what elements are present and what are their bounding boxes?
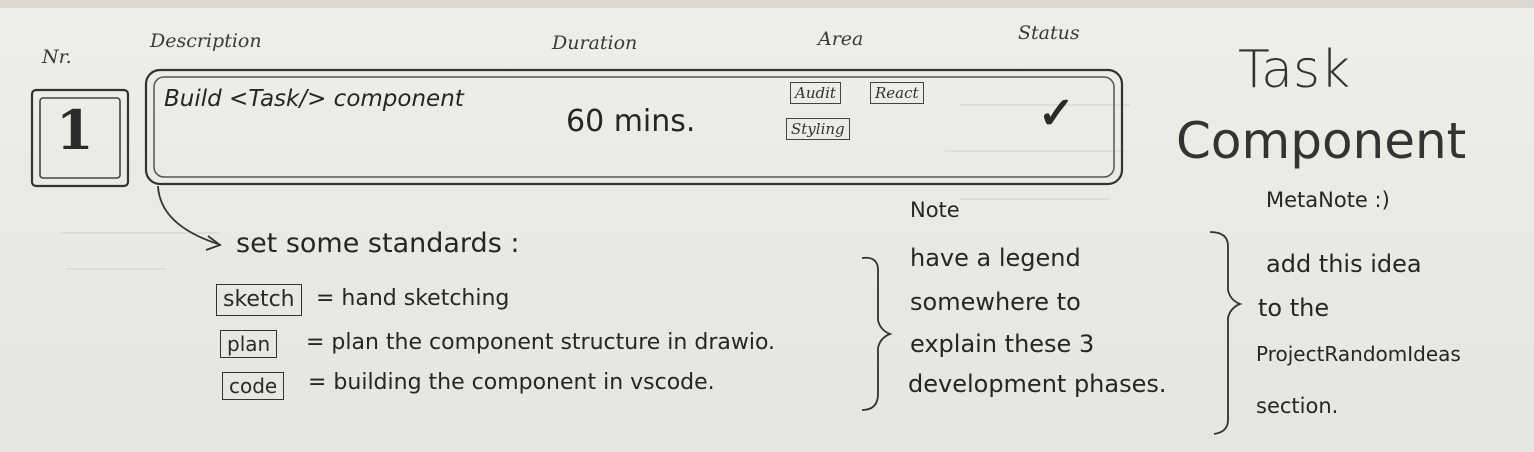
header-duration: Duration xyxy=(552,32,638,54)
meta-note-line: to the xyxy=(1258,294,1330,322)
paper-edge xyxy=(0,0,1534,8)
faint-line xyxy=(960,198,1110,200)
standard-desc-sketch: = hand sketching xyxy=(316,286,510,311)
header-description: Description xyxy=(150,30,262,52)
faint-line xyxy=(66,268,166,270)
faint-line xyxy=(945,150,1125,152)
meta-note-line: section. xyxy=(1256,394,1339,418)
standards-arrow-head xyxy=(205,235,222,251)
standard-key-sketch: sketch xyxy=(216,284,302,316)
note-line: development phases. xyxy=(908,370,1167,398)
standard-desc-plan: = plan the component structure in drawio… xyxy=(306,330,776,355)
standard-desc-code: = building the component in vscode. xyxy=(308,370,715,395)
meta-note-label: MetaNote :) xyxy=(1266,188,1390,212)
note-line: explain these 3 xyxy=(910,330,1095,358)
note-line: somewhere to xyxy=(910,288,1081,316)
area-tag-audit: Audit xyxy=(790,82,841,104)
standard-key-plan: plan xyxy=(220,330,278,358)
faint-line xyxy=(960,104,1130,106)
standard-key-code: code xyxy=(222,372,285,400)
row-number: 1 xyxy=(56,98,94,162)
row-duration: 60 mins. xyxy=(566,104,696,139)
row-box-inner xyxy=(153,76,1115,178)
row-description: Build <Task/> component xyxy=(164,86,464,112)
faint-line xyxy=(60,232,220,234)
standards-arrow-line xyxy=(157,185,219,245)
standards-heading: set some standards : xyxy=(236,228,520,259)
row-box-outer xyxy=(144,68,1124,186)
number-box-inner xyxy=(39,97,121,179)
meta-note-line: ProjectRandomIdeas xyxy=(1256,342,1461,366)
title-line-1: Task xyxy=(1238,40,1351,100)
header-area: Area xyxy=(818,28,864,50)
note-label: Note xyxy=(910,198,960,222)
bracket-meta-note xyxy=(1209,231,1243,435)
note-line: have a legend xyxy=(910,244,1081,272)
header-nr: Nr. xyxy=(42,46,72,68)
status-check-icon: ✓ xyxy=(1038,88,1075,139)
bracket-note xyxy=(861,256,893,411)
header-status: Status xyxy=(1018,22,1080,44)
meta-note-line: add this idea xyxy=(1266,250,1422,278)
area-tag-react: React xyxy=(870,82,924,104)
number-box-outer xyxy=(30,88,130,188)
title-line-2: Component xyxy=(1176,112,1467,170)
area-tag-styling: Styling xyxy=(786,118,850,140)
